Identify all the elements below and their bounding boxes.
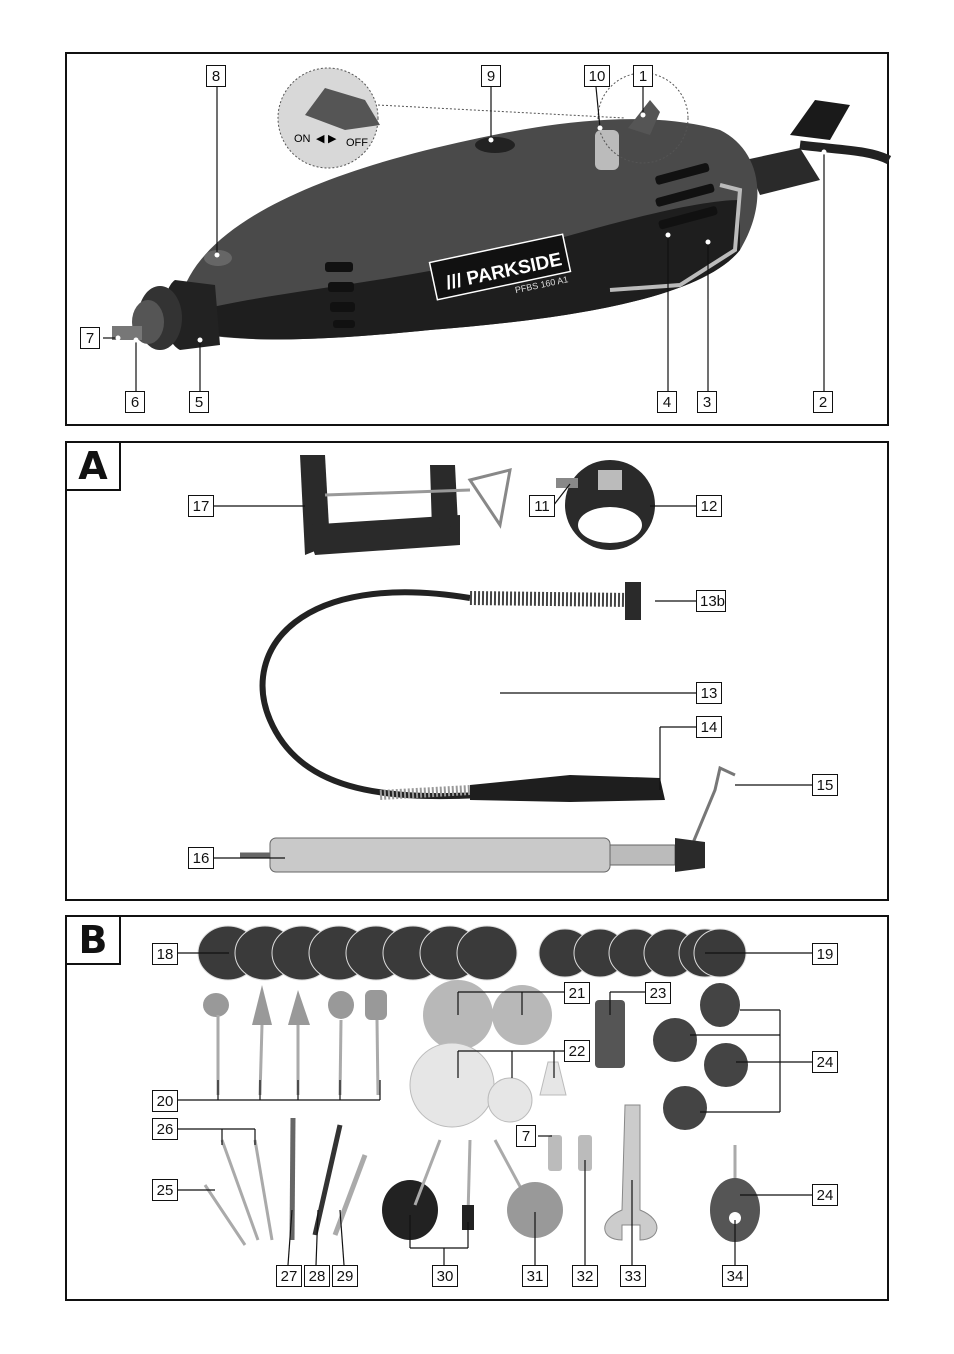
callout-31: 31: [522, 1265, 548, 1287]
callout-28: 28: [304, 1265, 330, 1287]
felt-polishers-22: [409, 1042, 567, 1128]
callout-34: 34: [722, 1265, 748, 1287]
callout-25: 25: [152, 1179, 178, 1201]
sanding-drum-34: [710, 1178, 760, 1242]
shaft-coupling: [625, 582, 641, 620]
callout-18: 18: [152, 943, 178, 965]
callout-20: 20: [152, 1090, 178, 1112]
speed-dial: [595, 130, 619, 170]
callout-30: 30: [432, 1265, 458, 1287]
vise-handle: [467, 467, 512, 529]
callout-27: 27: [276, 1265, 302, 1287]
callout-4: 4: [657, 391, 677, 413]
callout-12: 12: [696, 495, 722, 517]
callout-24-bands: 24: [812, 1051, 838, 1073]
front-air-vents: [325, 262, 355, 328]
spindle-lock-button: [204, 250, 232, 266]
callout-7-collet: 7: [516, 1125, 536, 1147]
callout-3: 3: [697, 391, 717, 413]
callout-32: 32: [572, 1265, 598, 1287]
accessories-a-leaders: [213, 483, 812, 859]
hanging-hook: [790, 100, 850, 140]
callout-6: 6: [125, 391, 145, 413]
callout-16: 16: [188, 847, 214, 869]
wire-hanger: [609, 183, 743, 292]
on-off-switch: [628, 100, 660, 135]
strain-relief: [745, 148, 820, 195]
power-cable: [799, 140, 892, 165]
callout-2: 2: [813, 391, 833, 413]
bench-vise: [300, 455, 460, 555]
callout-19: 19: [812, 943, 838, 965]
sanding-bands: [653, 983, 748, 1130]
callout-33: 33: [620, 1265, 646, 1287]
inset-on-label: ON: [294, 133, 311, 145]
section-a-tag: A: [65, 441, 121, 491]
callout-23: 23: [645, 982, 671, 1004]
callout-9: 9: [481, 65, 501, 87]
inset-off-label: OFF: [346, 137, 368, 149]
accessories-panel-a: [65, 441, 889, 901]
grinding-stones: [203, 985, 387, 1096]
steel-brush-31: [493, 1139, 563, 1238]
callout-21: 21: [564, 982, 590, 1004]
brush-cover-top: [475, 137, 515, 153]
logo-plate: [428, 233, 572, 301]
collet-32: [578, 1135, 592, 1171]
wire-brushes-30: [382, 1139, 474, 1240]
section-b-tag: B: [65, 915, 121, 965]
callout-5: 5: [189, 391, 209, 413]
callout-7: 7: [80, 327, 100, 349]
callout-11: 11: [529, 495, 555, 517]
rear-air-vents: [655, 163, 718, 230]
cleaning-stone: [595, 1000, 625, 1068]
callout-29: 29: [332, 1265, 358, 1287]
callout-14: 14: [696, 716, 722, 738]
callout-24-drum: 24: [812, 1184, 838, 1206]
callout-10: 10: [584, 65, 610, 87]
overview-leaders: [103, 86, 825, 391]
chuck-key: [688, 765, 736, 851]
flexible-shaft: [259, 589, 481, 800]
callout-1: 1: [633, 65, 653, 87]
accessories-b-leaders: [176, 952, 812, 1266]
inset-arrows: ◀ ▶: [316, 132, 337, 145]
callout-13b: 13b: [696, 590, 726, 612]
callout-13: 13: [696, 682, 722, 704]
engraving-bits: [203, 1139, 274, 1246]
cutting-discs-large: [197, 925, 518, 981]
callout-8: 8: [206, 65, 226, 87]
callout-15: 15: [812, 774, 838, 796]
drill-bits: [289, 1117, 368, 1241]
callout-26: 26: [152, 1118, 178, 1140]
overview-leader-dots: [115, 112, 827, 343]
polishing-wheels-21: [423, 980, 552, 1050]
thumb-screw: [556, 478, 578, 488]
wrench: [604, 1104, 658, 1241]
callout-22: 22: [564, 1040, 590, 1062]
collet-7: [548, 1135, 562, 1171]
callout-17: 17: [188, 495, 214, 517]
handpiece: [470, 775, 665, 802]
